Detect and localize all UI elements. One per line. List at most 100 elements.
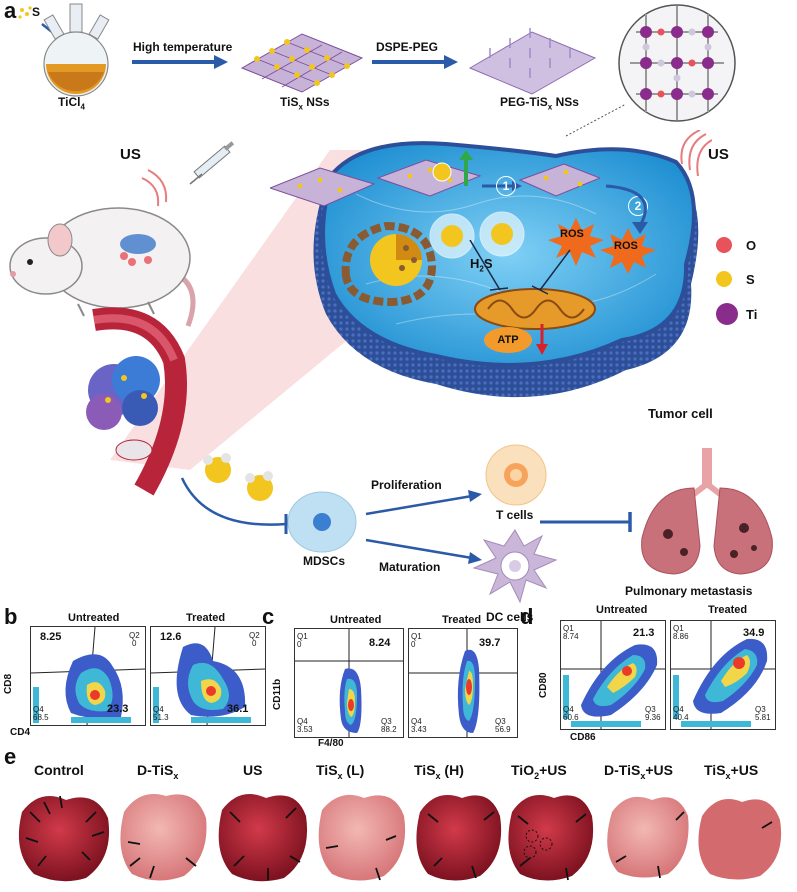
panel-b-letter: b [4, 604, 18, 629]
c-treated-q4-value: 3.43 [411, 725, 427, 734]
panel-e-letter: e [4, 744, 17, 769]
curved-arrow-2 [605, 184, 648, 234]
c-untreated-q3-value: 88.2 [381, 725, 397, 734]
lung-illustration [641, 448, 773, 575]
d-treated-q3-label: Q3 [755, 705, 766, 714]
e-label-tio2-us: TiO2+US [511, 762, 567, 781]
panel-c-letter: c [262, 604, 275, 629]
b-untreated-q2-label: Q2 [129, 631, 140, 640]
mdsc-label: MDSCs [303, 554, 346, 568]
d-untreated-density [561, 621, 665, 729]
e-label-d-tisx: D-TiSx [137, 762, 179, 781]
tumor-cell-label: Tumor cell [648, 406, 713, 421]
c-treated-title: Treated [442, 614, 482, 626]
t-cells-label: T cells [496, 508, 534, 522]
ros-bursts [548, 218, 656, 274]
b-untreated-density [31, 627, 145, 725]
mitochondrion-illustration [474, 288, 596, 330]
d-y-axis-label: CD80 [538, 672, 549, 698]
c-untreated-q3-label: Q3 [381, 717, 392, 726]
b-untreated-title: Untreated [68, 612, 120, 624]
atp-down-arrow [536, 324, 548, 355]
lung-photo-us [218, 794, 308, 882]
d-treated-density [671, 621, 775, 729]
e-label-tisx-h: TiSx (H) [414, 762, 464, 781]
lung-photo-tisx-h [416, 795, 502, 881]
lung-photo-tisx-l [318, 794, 406, 881]
b-y-axis-label: CD8 [3, 673, 14, 694]
sulfur-atom-icon [716, 271, 732, 287]
b-x-axis-label: CD4 [10, 727, 31, 738]
sulfur-label: S [32, 5, 41, 19]
b-untreated-q4-value: 68.5 [33, 713, 49, 722]
atp-badge: ATP [484, 327, 532, 353]
legend-item-o: O [716, 228, 786, 262]
ros-label-2: ROS [614, 240, 638, 252]
atom-legend: O S Ti [716, 228, 786, 332]
b-untreated-flow-plot: 8.25 Q2 0 Q4 68.5 23.3 [30, 626, 146, 726]
d-treated-flow-plot: Q1 8.86 34.9 Q4 40.4 Q3 5.81 [670, 620, 776, 730]
c-untreated-flow-plot: Q1 0 8.24 Q4 3.53 Q3 88.2 [294, 628, 404, 738]
d-untreated-q4-value: 60.6 [563, 713, 579, 722]
lung-photo-tio2-us [508, 795, 594, 881]
d-untreated-q1-label: Q1 [563, 624, 574, 633]
metastasis-label: Pulmonary metastasis [625, 584, 753, 598]
b-untreated-q3-value: 23.3 [107, 703, 129, 715]
legend-item-ti: Ti [716, 296, 786, 332]
d-untreated-q1-value: 8.74 [563, 632, 579, 641]
c-treated-q3-value: 56.9 [495, 725, 511, 734]
b-treated-q2-value: 0 [252, 639, 257, 648]
tisx-nanosheet-illustration [240, 33, 364, 93]
tumor-vessel-illustration [86, 307, 187, 496]
ultrasound-waves-right [680, 130, 712, 177]
b-treated-title: Treated [186, 612, 226, 624]
step2-arrow [372, 55, 458, 69]
step1-label: High temperature [133, 40, 233, 54]
e-label-us: US [243, 762, 263, 778]
step1-arrow [132, 55, 228, 69]
dc-cell-icon [472, 529, 558, 604]
sulfur-release-indicator [432, 150, 473, 186]
ros-label-1: ROS [560, 228, 584, 240]
e-label-tisx-us: TiSx+US [704, 762, 759, 781]
c-treated-q3-label: Q3 [495, 717, 506, 726]
lung-photo-tisx-us [698, 799, 782, 880]
d-treated-q4-label: Q4 [673, 705, 684, 714]
ultrasound-waves-left [141, 169, 168, 207]
b-untreated-q2-value: 0 [132, 639, 137, 648]
c-treated-q4-label: Q4 [411, 717, 422, 726]
lung-photo-control [18, 795, 110, 882]
d-treated-title: Treated [708, 604, 748, 616]
c-treated-density [409, 629, 517, 737]
c-untreated-density [295, 629, 403, 737]
b-treated-density [151, 627, 265, 725]
c-untreated-q2-value: 8.24 [369, 637, 391, 649]
syringe-icon [189, 141, 235, 185]
dc-cells-label: DC cells [486, 610, 534, 624]
e-label-control: Control [34, 762, 84, 778]
d-treated-q1-value: 8.86 [673, 632, 689, 641]
b-untreated-q1-value: 8.25 [40, 631, 62, 643]
product1-label: TiSx NSs [280, 95, 330, 112]
d-untreated-q2-value: 21.3 [633, 627, 655, 639]
c-treated-q2-value: 39.7 [479, 637, 501, 649]
d-treated-q1-label: Q1 [673, 624, 684, 633]
mdsc-branch-arrows [365, 490, 482, 564]
peg-tisx-nanosheet-illustration [468, 28, 597, 95]
inhibit-mdsc-arrow [180, 477, 288, 534]
h2s-label: H2S [470, 256, 493, 274]
c-untreated-q4-label: Q4 [297, 717, 308, 726]
proliferation-label: Proliferation [371, 478, 442, 492]
d-untreated-q3-value: 9.36 [645, 713, 661, 722]
e-label-tisx-l: TiSx (L) [316, 762, 365, 781]
d-treated-q4-value: 40.4 [673, 713, 689, 722]
c-x-axis-label: F4/80 [318, 738, 344, 749]
panel-a-letter: a [4, 0, 17, 23]
inhibit-metastasis-arrow [540, 512, 632, 532]
t-cell-icon [485, 444, 547, 506]
d-untreated-q3-label: Q3 [645, 705, 656, 714]
step-circle-1: 1 [496, 176, 516, 196]
c-untreated-q1-label: Q1 [297, 632, 308, 641]
precursor-label: TiCl4 [58, 95, 85, 112]
b-treated-q3-value: 36.1 [227, 703, 249, 715]
